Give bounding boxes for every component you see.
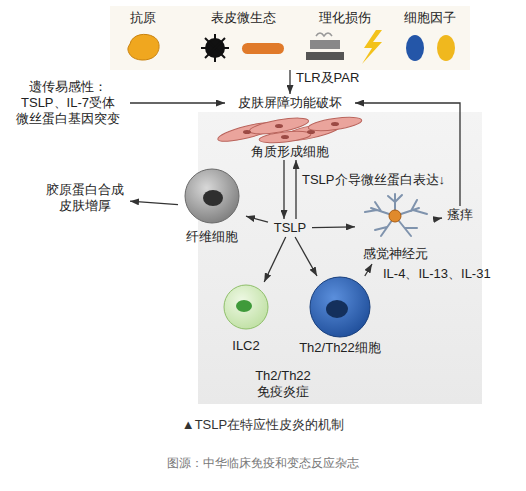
arrow-connector [246, 216, 268, 222]
arrow-connector [355, 103, 460, 206]
cytokine-label: IL-4、IL-13、IL-31 [383, 266, 523, 282]
tslp-box: TSLP [268, 219, 312, 237]
fibroblast-illustration [178, 166, 246, 226]
ilc2-illustration [222, 282, 270, 332]
node-text: 胶原蛋白合成 皮肤增厚 [40, 182, 130, 214]
node-text: 皮肤屏障功能破坏 [238, 95, 342, 111]
fibroblast-node: 纤维细胞 [178, 166, 246, 248]
source-note: 图源：中华临床免疫和变态反应杂志 [0, 455, 526, 471]
outcome-box: 胶原蛋白合成 皮肤增厚 [40, 180, 130, 216]
node-text: 抗原 [93, 10, 193, 26]
arrow-connector [312, 226, 355, 228]
barrier-box: 皮肤屏障功能破坏 [225, 94, 355, 112]
arrow-connector [130, 201, 178, 204]
panel-background [198, 112, 482, 404]
arrow-connector [283, 160, 284, 219]
arrow-connector [295, 237, 317, 276]
node-text: TSLP [274, 220, 307, 236]
risk-factor-box: 遗传易感性：TSLP、IL-7受体 微丝蛋白基因突变 [6, 79, 130, 127]
arrow-connector [130, 102, 225, 103]
edge-label: TSLP介导微丝蛋白表达↓ [302, 172, 445, 188]
arrow-connector [264, 237, 286, 282]
node-text: Th2/Th22细胞 [285, 340, 395, 356]
node-text: 感觉神经元 [355, 246, 435, 262]
figure-caption: ▲TSLP在特应性皮炎的机制 [0, 417, 526, 433]
node-text: TSLP、IL-7受体 微丝蛋白基因突变 [6, 95, 130, 127]
keratinocyte-node: 角质形成细胞 [215, 112, 365, 160]
node-text: 细胞因子 [380, 10, 480, 26]
neuron-illustration [355, 188, 435, 244]
arrow-connector [365, 264, 372, 276]
node-text: ILC2 [216, 338, 276, 354]
edge-label: TLR及PAR [296, 70, 359, 86]
th-cell-node: Th2/Th22细胞 [285, 276, 395, 358]
node-text: 纤维细胞 [172, 229, 252, 245]
outcome-label: Th2/Th22 免疫炎症 [243, 368, 323, 400]
node-text: 角质形成细胞 [215, 144, 365, 160]
node-text: 瘙痒 [447, 207, 473, 223]
neuron-node: 感觉神经元 [355, 188, 435, 264]
node-text: 表皮微生态 [193, 10, 293, 26]
node-text: 遗传易感性： [29, 79, 107, 95]
node-text: 理化损伤 [295, 10, 395, 26]
arrow-connector [289, 70, 290, 94]
th-cell-illustration [285, 276, 395, 338]
arrow-connector [435, 218, 442, 219]
keratinocyte-illustration [215, 112, 365, 144]
arrow-connector [295, 160, 296, 219]
ilc2-node: ILC2 [222, 282, 270, 358]
trigger-band: 抗原表皮微生态理化损伤细胞因子 [110, 6, 470, 70]
itch-box: 瘙痒 [442, 206, 478, 224]
